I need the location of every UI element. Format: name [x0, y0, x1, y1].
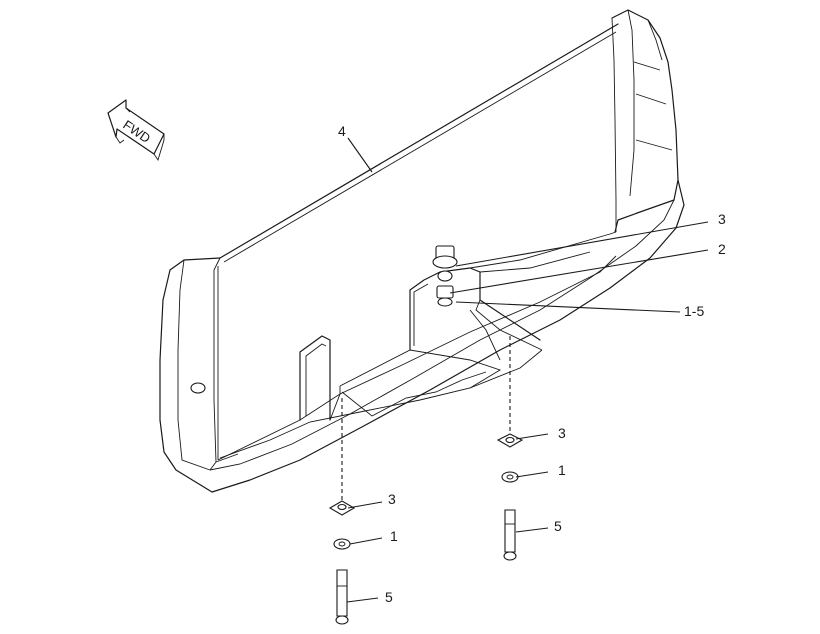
callout-right-lockwasher: 1 [558, 462, 566, 478]
callout-right-washer: 3 [558, 425, 566, 441]
callout-right-bolt: 5 [554, 518, 562, 534]
callout-upper-washer: 3 [718, 211, 726, 227]
callout-left-bolt: 5 [385, 589, 393, 605]
forward-arrow-icon: FWD [107, 99, 165, 162]
callout-upper-assembly: 1-5 [684, 303, 704, 319]
right-hardware-stack [496, 433, 524, 561]
callout-guard: 4 [338, 123, 346, 139]
callout-upper-nut: 2 [718, 241, 726, 257]
guard-body [159, 9, 685, 493]
callout-left-lockwasher: 1 [390, 528, 398, 544]
upper-fastener-stack [432, 245, 458, 307]
callout-left-washer: 3 [388, 491, 396, 507]
left-hardware-stack [328, 500, 356, 625]
leader-lines [346, 137, 709, 603]
